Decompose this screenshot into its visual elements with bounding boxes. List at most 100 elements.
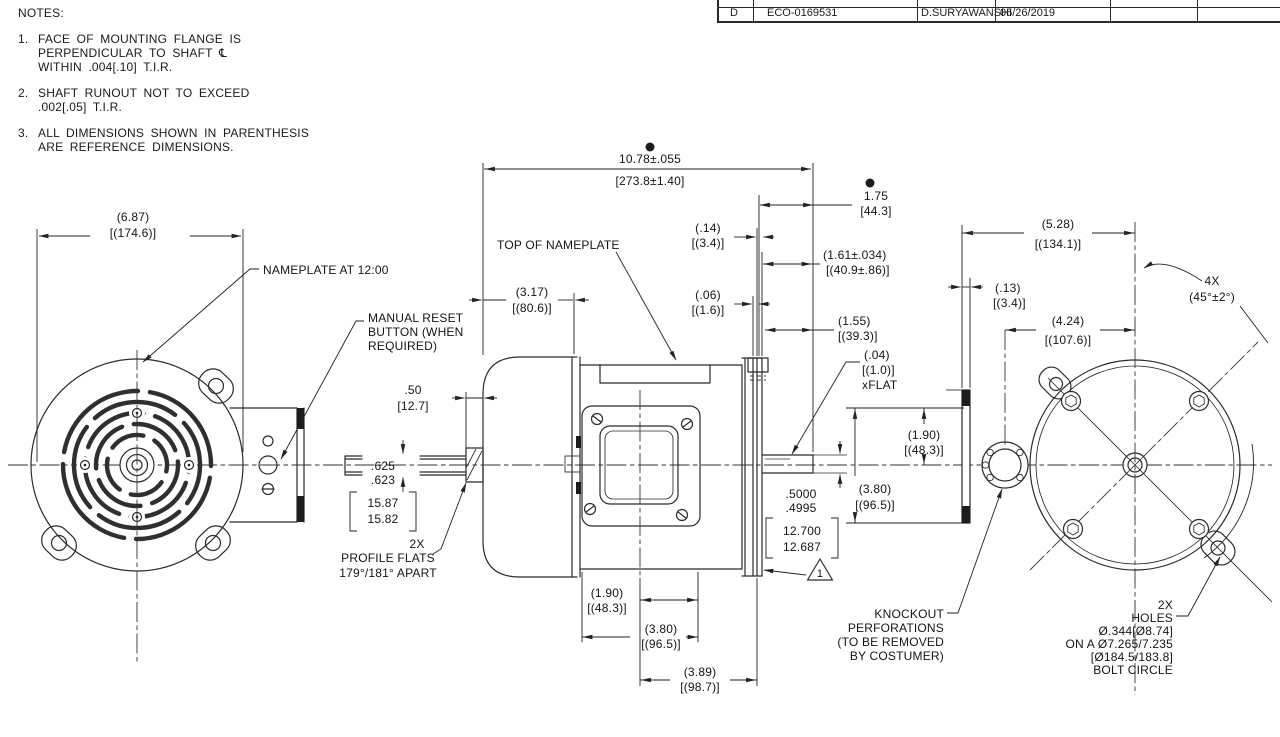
cover-bolts	[1060, 390, 1210, 540]
flats-callout-2: PROFILE FLATS	[341, 551, 435, 565]
dim-rearext-mm: [44.3]	[860, 204, 891, 218]
dim-rear-2: (1.55) [(39.3)]	[765, 314, 878, 343]
dim-rh1-in: (1.90)	[908, 428, 941, 442]
dim-lip-mm: [(3.4)]	[692, 236, 725, 250]
rev-value-eco: ECO-0169531	[767, 7, 838, 19]
revision-table: REV ECO REV BY DATE APP'D DATE D ECO-016…	[717, 0, 1280, 23]
dim-rear2-in: (1.55)	[838, 314, 871, 328]
dim-rear-height-2: (3.80) [(96.5)]	[846, 408, 962, 524]
leader-nameplate	[142, 268, 259, 363]
holes-line-5: [Ø184.5/183.8]	[1091, 650, 1173, 664]
angle-callout: 4X (45°±2°)	[1143, 261, 1269, 344]
dim-rear1-in: (1.61±.034)	[823, 248, 887, 262]
dim-cover-lip: (.14) [(3.4)]	[692, 221, 774, 356]
leader-profile-flats	[432, 482, 467, 555]
rev-value-rev: D	[730, 7, 738, 19]
dim-rear-1: (1.61±.034) [(40.9±.86)]	[761, 248, 890, 356]
leader-top-of-nameplate	[615, 251, 677, 361]
flats-callout-3: 179°/181° APART	[339, 566, 437, 580]
dim-rwidth-mm: [(134.1)]	[1035, 237, 1082, 251]
rev-value-revby: D.SURYAWANSHI	[921, 7, 1013, 19]
dim-cover-gap: (.06) [(1.6)]	[692, 288, 770, 356]
dim-fshaft-inmin: .623	[371, 473, 395, 487]
knockout-line-2: PERFORATIONS	[848, 621, 944, 635]
knockout-callout: KNOCKOUT PERFORATIONS (TO BE REMOVED BY …	[837, 488, 1003, 663]
dim-rearext-in: 1.75	[864, 189, 888, 203]
knockout-line-3: (TO BE REMOVED	[837, 635, 944, 649]
dim-rshaft-inmin: .4995	[785, 501, 816, 515]
angle-value: (45°±2°)	[1189, 290, 1235, 304]
dim-rh2-in: (3.80)	[859, 482, 892, 496]
reset-callout-2: BUTTON (WHEN	[368, 325, 464, 339]
side-view: .50 [12.7] .625 .623 15.87 15.82 2X PROF…	[339, 142, 898, 694]
front-shaft	[344, 447, 484, 483]
holes-line-4: ON A Ø7.265/7.235	[1066, 637, 1174, 651]
rev-header-revby: REV BY	[921, 0, 958, 3]
rev-header-eco: ECO	[765, 0, 787, 3]
notes-title: NOTES:	[18, 6, 64, 20]
dim-rear2-mm: [(39.3)]	[838, 329, 878, 343]
dim-base3-in: (3.89)	[684, 665, 717, 679]
junction-box-cover	[564, 405, 701, 527]
dim-boss-length: .50 [12.7]	[397, 383, 497, 448]
mounting-plate	[946, 389, 971, 524]
dim-flange-depth: (3.17) [(80.6)]	[469, 285, 589, 354]
angle-count: 4X	[1204, 274, 1219, 288]
top-of-nameplate-callout: TOP OF NAMEPLATE	[497, 238, 620, 252]
dim-flange-mm: [(80.6)]	[512, 301, 552, 315]
knockout-line-4: BY COSTUMER)	[850, 649, 944, 663]
note-2: 2. SHAFT RUNOUT NOT TO EXCEED .002[.05] …	[18, 86, 250, 114]
dim-base2-mm: [(96.5)]	[641, 637, 681, 651]
dim-fshaft-mmmin: 15.82	[367, 512, 398, 526]
dim-overall-in: 10.78±.055	[619, 152, 681, 166]
dim-rshaft-inmax: .5000	[785, 487, 816, 501]
fan-guard-vents	[60, 388, 214, 542]
note-1: 1. FACE OF MOUNTING FLANGE IS PERPENDICU…	[18, 32, 242, 74]
holes-line-2: HOLES	[1131, 611, 1173, 625]
dim-rear-width: (5.28) [(134.1)]	[961, 217, 1135, 388]
dim-front-overall-in: (6.87)	[117, 210, 150, 224]
pilot-hole	[262, 435, 274, 447]
dim-rwidth-in: (5.28)	[1042, 217, 1075, 231]
flag-note-triangle: 1	[763, 558, 834, 581]
dim-flat-label: xFLAT	[862, 378, 898, 392]
dim-base2-in: (3.80)	[645, 622, 678, 636]
dim-knockout-offset: (4.24) [(107.6)]	[1005, 314, 1135, 347]
dim-base-3: (3.89) [(98.7)]	[640, 665, 757, 694]
rev-header-rev: REV	[725, 0, 746, 3]
dim-rshaft-mmmin: 12.687	[783, 540, 821, 554]
holes-callout: 2X HOLES Ø.344[Ø8.74] ON A Ø7.265/7.235 …	[1066, 556, 1221, 677]
dim-boss-mm: [12.7]	[397, 399, 428, 413]
revision-bullet	[645, 142, 655, 152]
dim-fshaft-inmax: .625	[371, 459, 395, 473]
knockout-perforations	[981, 441, 1029, 489]
dim-rear-height-1: (1.90) [(48.3)]	[846, 407, 964, 465]
dim-gap-in: (.06)	[695, 288, 721, 302]
dim-base1-mm: [(48.3)]	[587, 601, 627, 615]
rev-header-appd: APP'D	[1115, 0, 1144, 3]
rev-header-date1: DATE	[1000, 0, 1026, 3]
reset-callout-3: REQUIRED)	[368, 339, 437, 353]
knockout-line-1: KNOCKOUT	[874, 607, 944, 621]
dim-front-overall-mm: [(174.6)]	[110, 226, 157, 240]
flats-callout-1: 2X	[409, 537, 424, 551]
dim-flat-mm: [(1.0)]	[862, 363, 895, 377]
dim-rear1-mm: [(40.9±.86)]	[826, 263, 890, 277]
dim-plate-in: (.13)	[995, 281, 1021, 295]
dim-rshaft-mmmax: 12.700	[783, 524, 821, 538]
diagonal-reference	[1047, 377, 1273, 603]
dim-flat-in: (.04)	[864, 348, 890, 362]
leader-manual-reset	[280, 320, 364, 460]
rev-header-date2: DATE	[1202, 0, 1228, 3]
manual-reset-button	[258, 455, 278, 475]
dim-base-1: (1.90) [(48.3)]	[581, 572, 758, 686]
rev-value-date1: 06/26/2019	[1000, 7, 1056, 19]
dim-rh1-mm: [(48.3)]	[904, 443, 944, 457]
dim-front-overall-width: (6.87) [(174.6)]	[36, 210, 244, 462]
front-view: (6.87) [(174.6)] NAMEPLATE AT 12:00 MANU…	[30, 210, 464, 662]
note-3: 3. ALL DIMENSIONS SHOWN IN PARENTHESIS A…	[18, 126, 310, 154]
dim-ko-in: (4.24)	[1052, 314, 1085, 328]
dim-rh2-mm: [(96.5)]	[855, 498, 895, 512]
